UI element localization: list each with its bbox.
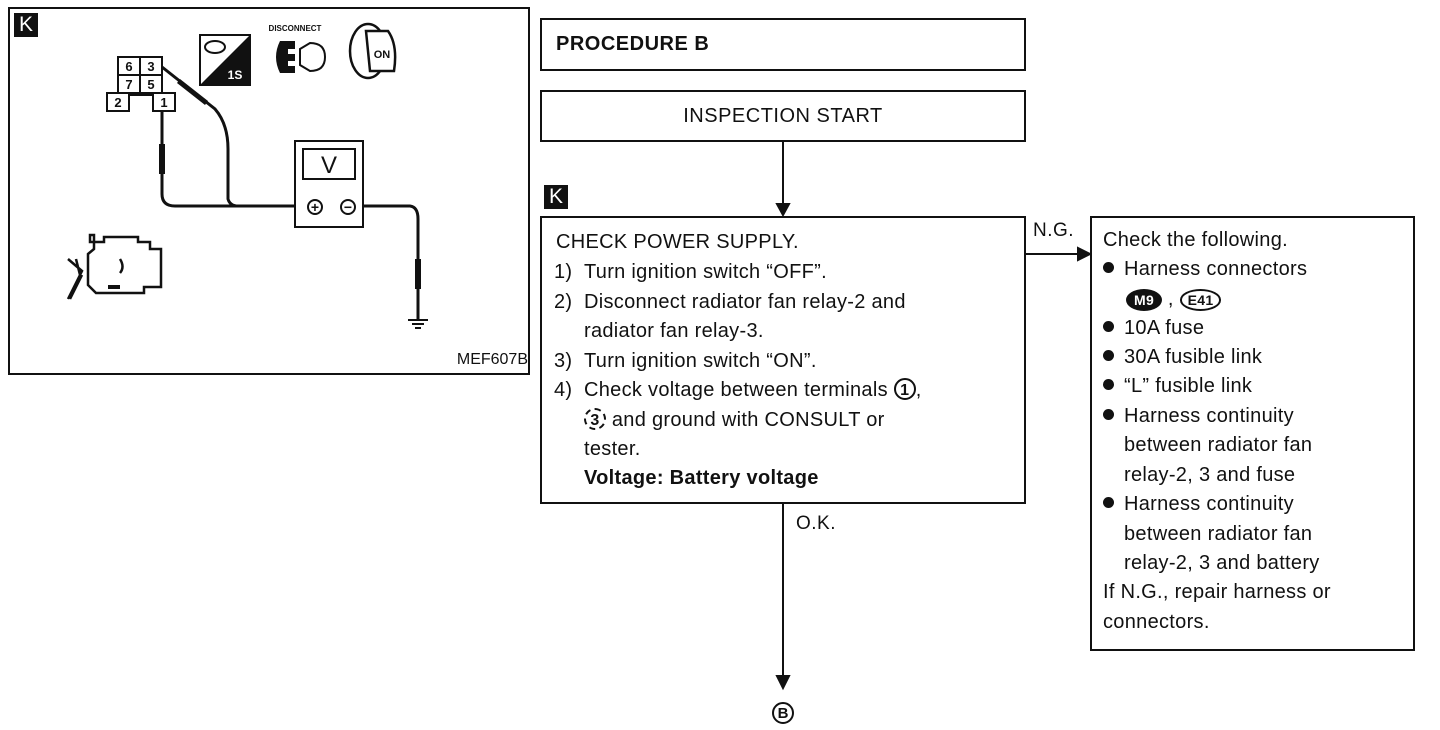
probe-tips: [159, 79, 421, 289]
terminal-6: 6: [125, 59, 132, 74]
terminal-2: 2: [114, 95, 121, 110]
inspection-start-box: INSPECTION START: [540, 90, 1026, 142]
ng-item: “L” fusible link: [1103, 372, 1252, 401]
ok-label: O.K.: [796, 513, 837, 534]
ng-item-cont: relay-2, 3 and fuse: [1124, 464, 1296, 486]
ng-label: N.G.: [1033, 220, 1075, 241]
bullet-icon: [1103, 262, 1114, 274]
bullet-icon: [1103, 497, 1114, 509]
bullet-icon: [1103, 379, 1114, 391]
procedure-title-box: PROCEDURE B: [540, 18, 1026, 71]
terminal-1-ref: 1: [893, 377, 916, 400]
ng-item-cont: between radiator fan: [1124, 523, 1313, 545]
check-power-supply-box: CHECK POWER SUPPLY. 1) Turn ignition swi…: [540, 216, 1026, 504]
ng-item-cont: relay-2, 3 and battery: [1124, 552, 1320, 574]
step-4-cont: and ground with CONSULT or: [611, 409, 885, 431]
step-1-text: Turn ignition switch “OFF”.: [584, 261, 827, 283]
terminal-5: 5: [147, 77, 154, 92]
meter-plus: +: [311, 199, 319, 215]
wiring-illustration: K 6 3 7 5 2 1: [8, 7, 530, 375]
step-3-text: Turn ignition switch “ON”.: [584, 350, 817, 372]
step-4-text: Check voltage between terminals: [584, 379, 888, 401]
ng-item-text: 10A fuse: [1124, 317, 1205, 339]
step-4-cont2: tester.: [584, 438, 641, 460]
procedure-title: PROCEDURE B: [556, 33, 710, 55]
ng-item-text: Harness continuity: [1124, 405, 1294, 427]
disconnect-connector-icon: DISCONNECT: [269, 24, 327, 73]
step-1-num: 1): [554, 261, 573, 283]
step-4-num: 4): [554, 379, 573, 401]
ng-item: 10A fuse: [1103, 314, 1204, 343]
terminal-3-ref: 3: [584, 407, 606, 430]
relay-connector: [106, 56, 176, 112]
inspection-start-label: INSPECTION START: [683, 105, 883, 127]
connector-refs: M9 , E41: [1126, 285, 1222, 314]
terminal-1: 1: [160, 95, 167, 110]
ng-item-text: “L” fusible link: [1124, 375, 1253, 397]
connector-m9: M9: [1126, 288, 1163, 311]
ng-item-text: Harness connectors: [1124, 258, 1308, 280]
check-title: CHECK POWER SUPPLY.: [556, 231, 799, 253]
terminal-3: 3: [147, 59, 154, 74]
ng-footer-1: If N.G., repair harness or: [1103, 581, 1331, 603]
ground-icon: [408, 319, 428, 329]
connector-e41: E41: [1179, 288, 1222, 311]
voltage-spec: Voltage: Battery voltage: [584, 467, 819, 489]
engine-icon: [66, 233, 163, 300]
mode-icon-text: 1S: [228, 68, 243, 82]
ng-item: Harness continuity: [1103, 402, 1294, 431]
ng-footer-2: connectors.: [1103, 611, 1210, 633]
ng-item-text: 30A fusible link: [1124, 346, 1263, 368]
arrow-head-down: [775, 203, 791, 218]
voltmeter-icon: V + −: [294, 140, 364, 228]
ignition-on-key-icon: ON: [348, 22, 397, 80]
step-4-line2: 3 and ground with CONSULT or: [584, 406, 885, 436]
step-2-cont: radiator fan relay-3.: [584, 320, 764, 342]
disconnect-label: DISCONNECT: [269, 24, 322, 33]
step-3-num: 3): [554, 350, 573, 372]
meter-label: V: [321, 152, 337, 179]
terminal-7: 7: [125, 77, 132, 92]
ng-item: Harness continuity: [1103, 490, 1294, 519]
ng-item-cont: between radiator fan: [1124, 434, 1313, 456]
ignition-label: ON: [374, 49, 391, 61]
step-k-badge: K: [14, 13, 38, 37]
ng-intro: Check the following.: [1103, 229, 1288, 251]
step-4-line1: Check voltage between terminals 1,: [584, 377, 922, 401]
figure-code: MEF607B: [457, 351, 528, 368]
consult-mode-icon: 1S: [199, 34, 251, 86]
bullet-icon: [1103, 350, 1114, 362]
ng-item-text: Harness continuity: [1124, 493, 1294, 515]
arrow-head-down-2: [775, 675, 791, 691]
bullet-icon: [1103, 409, 1114, 421]
step-2-num: 2): [554, 291, 573, 313]
step-k-badge-2: K: [544, 185, 568, 209]
ng-item: 30A fusible link: [1103, 343, 1262, 372]
ng-item: Harness connectors: [1103, 255, 1307, 284]
illustration-drawing: 6 3 7 5 2 1 V + −: [66, 22, 528, 368]
ng-check-box: Check the following. Harness connectors …: [1090, 216, 1415, 651]
arrow-head-right: [1077, 246, 1093, 262]
next-procedure-ref[interactable]: B: [772, 702, 794, 724]
probe-wires: [160, 65, 420, 319]
bullet-icon: [1103, 321, 1114, 333]
step-2-text: Disconnect radiator fan relay-2 and: [584, 291, 906, 313]
meter-minus: −: [344, 199, 352, 215]
